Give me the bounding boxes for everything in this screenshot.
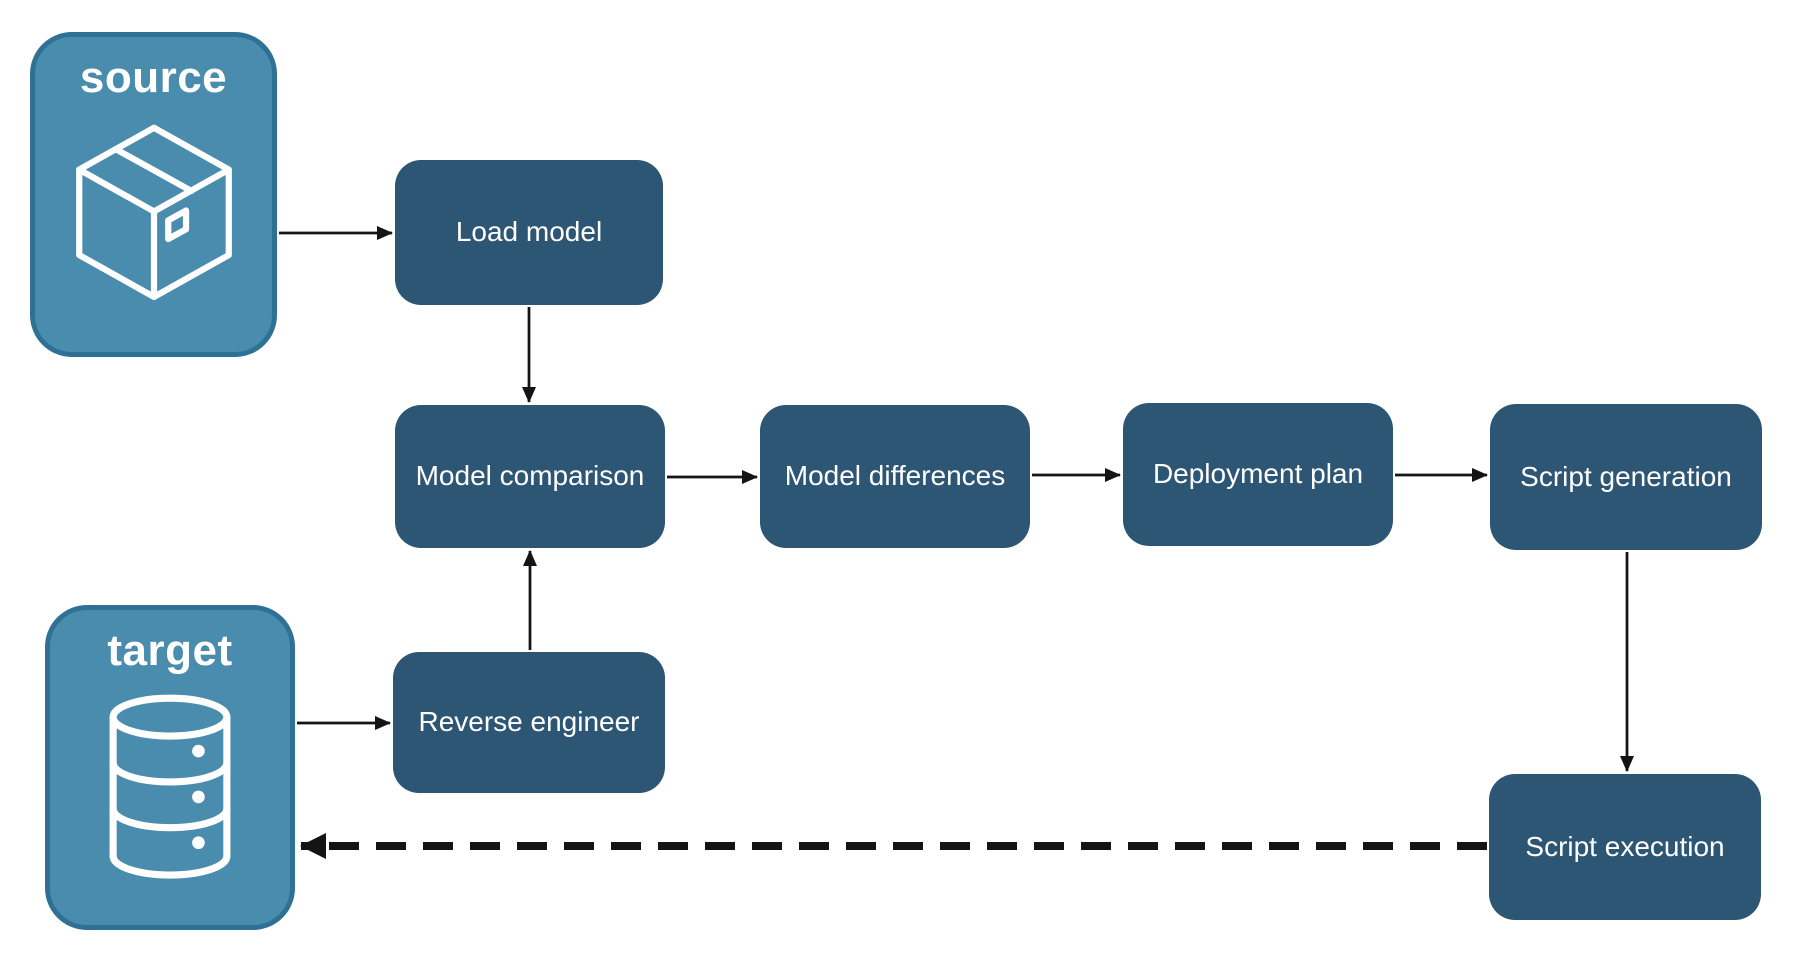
node-deployment-plan: Deployment plan [1123,403,1393,546]
endpoint-target: target [45,605,295,930]
node-model-differences-label: Model differences [784,460,1006,492]
node-load-model-label: Load model [455,216,603,248]
package-icon [75,124,232,300]
endpoint-target-label: target [107,626,233,675]
node-reverse-engineer: Reverse engineer [393,652,665,793]
node-model-comparison-label: Model comparison [415,460,645,492]
node-script-execution-label: Script execution [1525,830,1725,862]
node-model-comparison: Model comparison [395,405,665,548]
node-script-execution: Script execution [1489,774,1761,920]
endpoint-source-label: source [79,53,228,102]
node-script-generation: Script generation [1490,404,1762,550]
endpoint-source: source [30,32,277,357]
node-deployment-plan-label: Deployment plan [1152,458,1364,490]
node-reverse-engineer-label: Reverse engineer [418,706,640,738]
database-icon [109,694,231,879]
node-model-differences: Model differences [760,405,1030,548]
node-load-model: Load model [395,160,663,305]
node-script-generation-label: Script generation [1520,460,1732,492]
